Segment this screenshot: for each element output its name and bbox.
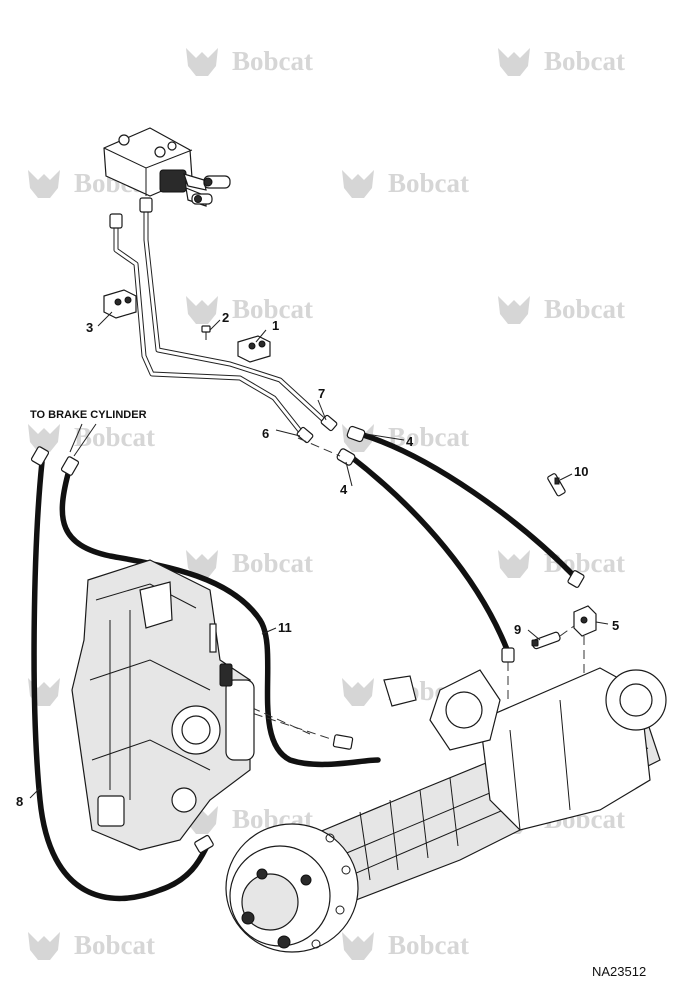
bobcat-logo-icon <box>186 296 218 324</box>
bobcat-logo-icon <box>28 424 60 452</box>
brake-hoses-8-11 <box>30 446 381 902</box>
bobcat-logo-icon <box>498 48 530 76</box>
bobcat-logo-icon <box>28 170 60 198</box>
bobcat-logo-icon <box>342 170 374 198</box>
callout-10: 10 <box>574 464 588 479</box>
watermark-text: Bobcat <box>74 930 155 960</box>
callout-2: 2 <box>222 310 229 325</box>
bobcat-logo-icon <box>498 550 530 578</box>
callout-5: 5 <box>612 618 619 633</box>
bobcat-logo-icon <box>342 678 374 706</box>
bobcat-logo-icon <box>28 932 60 960</box>
steel-brake-lines <box>109 197 338 444</box>
watermark: Bobcat <box>186 46 313 76</box>
axle-assembly <box>225 667 667 953</box>
fitting-10 <box>547 473 566 497</box>
watermark-text: Bobcat <box>544 46 625 76</box>
callout-4-upper: 4 <box>406 434 414 449</box>
watermark: Bobcat <box>186 548 313 578</box>
callout-4-lower: 4 <box>340 482 348 497</box>
callout-3: 3 <box>86 320 93 335</box>
brake-hoses-4 <box>336 425 585 663</box>
watermark-text: Bobcat <box>388 422 469 452</box>
line-clamp-1 <box>237 335 271 363</box>
bobcat-logo-icon <box>186 550 218 578</box>
line-clamp-3 <box>103 289 137 319</box>
watermark: Bobcat <box>342 168 469 198</box>
watermark: Bobcat <box>342 930 469 960</box>
watermark-text: Bobcat <box>388 168 469 198</box>
label-to-brake-cylinder: TO BRAKE CYLINDER <box>30 409 147 421</box>
callout-8: 8 <box>16 794 23 809</box>
brake-valve-assembly <box>103 127 231 207</box>
leader-lines <box>29 311 609 799</box>
watermark: Bobcat <box>342 422 469 452</box>
clamp-bolt-2 <box>201 325 211 340</box>
watermark-text: Bobcat <box>232 46 313 76</box>
tee-fitting-5 <box>573 605 597 637</box>
watermark: Bobcat <box>498 46 625 76</box>
bobcat-logo-icon <box>498 296 530 324</box>
bobcat-logo-icon <box>186 806 218 834</box>
callout-labels: TO BRAKE CYLINDER 1 2 3 4 4 5 6 7 8 9 10… <box>16 310 619 809</box>
watermark-text: Bobcat <box>544 548 625 578</box>
watermark: Bobcat <box>186 294 313 324</box>
watermark: Bobcat <box>498 294 625 324</box>
watermark-text: Bobcat <box>232 548 313 578</box>
bobcat-logo-icon <box>186 48 218 76</box>
bobcat-logo-icon <box>342 932 374 960</box>
watermark-text: Bobcat <box>544 294 625 324</box>
callout-1: 1 <box>272 318 279 333</box>
callout-9: 9 <box>514 622 521 637</box>
watermark-text: Bobcat <box>74 422 155 452</box>
watermark-text: Bobcat <box>232 294 313 324</box>
bleeder-screw-9 <box>531 631 561 650</box>
transmission-housing <box>71 559 255 851</box>
callout-7: 7 <box>318 386 325 401</box>
callout-11: 11 <box>278 620 292 635</box>
figure-reference-number: NA23512 <box>592 964 646 979</box>
watermark: Bobcat <box>28 930 155 960</box>
callout-6: 6 <box>262 426 269 441</box>
watermark: Bobcat <box>28 422 155 452</box>
watermark-text: Bobcat <box>388 930 469 960</box>
